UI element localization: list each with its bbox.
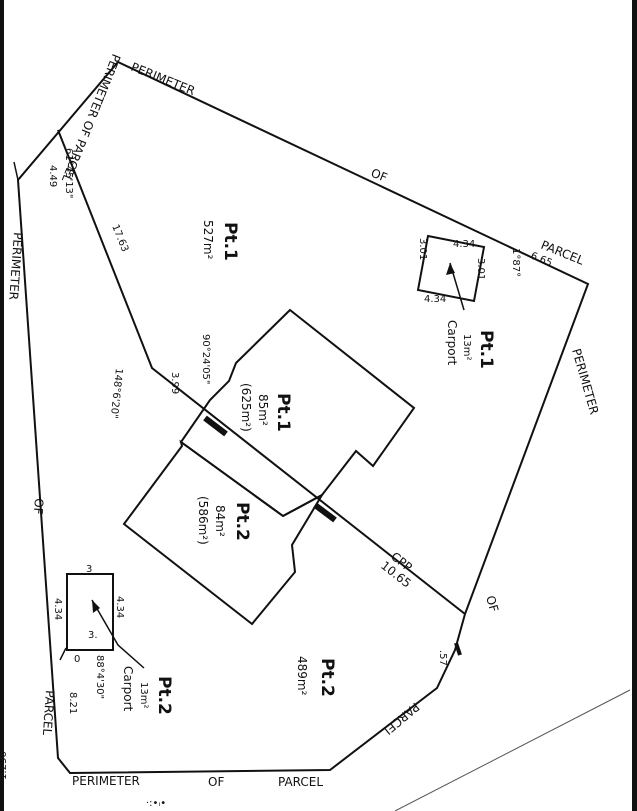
dim-8-21: 8.21 bbox=[67, 692, 78, 714]
carport-pt2-label: Carport bbox=[121, 666, 135, 712]
lot-pt2-area: 489m² bbox=[295, 656, 309, 696]
dim-angle-bottom: 88°4'30" bbox=[94, 655, 105, 699]
scan-left-edge bbox=[0, 0, 4, 811]
dim-carport-l-3b: 3. bbox=[88, 630, 98, 641]
carport-pt2-title: Pt.2 bbox=[154, 676, 174, 715]
carport-pt2-arrow bbox=[91, 599, 145, 669]
dim-angle-topleft: 61°45'13" bbox=[63, 148, 74, 199]
label-perimeter-top: PERIMETER bbox=[129, 60, 197, 98]
carport-pt2-leader bbox=[59, 647, 67, 661]
building-pt1 bbox=[179, 308, 416, 518]
dim-4-49: 4.49 bbox=[47, 165, 58, 187]
cpp-marker-2 bbox=[313, 502, 337, 523]
common-property-line bbox=[57, 129, 466, 615]
label-parcel-bottom: PARCEL bbox=[278, 775, 323, 789]
building-pt1-area: 85m² bbox=[256, 394, 270, 426]
dim-57: .57 bbox=[437, 650, 448, 666]
carport-pt1-label: Carport bbox=[445, 320, 459, 366]
label-of-bottom: OF bbox=[208, 775, 224, 789]
lot-pt1-area: 527m² bbox=[201, 220, 215, 260]
dim-carport-l-3: 3 bbox=[86, 564, 92, 575]
boundary-tick-left bbox=[13, 161, 19, 181]
dim-angle-left: 148°6'20" bbox=[108, 368, 124, 419]
scan-crease-line bbox=[394, 689, 631, 811]
label-of-top: OF bbox=[369, 166, 389, 185]
dim-carport-l-434b: 4.34 bbox=[114, 596, 125, 618]
label-perimeter-right: PERIMETER bbox=[569, 347, 601, 416]
label-of-right: OF bbox=[483, 594, 501, 614]
cpp-marker-3 bbox=[454, 642, 462, 656]
parcel-boundary bbox=[16, 60, 590, 775]
dim-carport-l-434a: 4.34 bbox=[52, 598, 63, 620]
building-pt2-area: 84m² bbox=[213, 505, 227, 537]
scale-note: 1:250 bbox=[0, 751, 9, 780]
building-pt2-title: Pt.2 bbox=[232, 502, 252, 541]
carport-pt2-area: 13m² bbox=[138, 682, 149, 708]
carport-pt1 bbox=[416, 234, 486, 303]
label-parcel-left: PARCEL bbox=[40, 690, 57, 736]
dim-carport-l-0: 0 bbox=[74, 654, 80, 665]
building-pt1-site: (625m²) bbox=[239, 383, 253, 432]
carport-pt1-arrowhead bbox=[446, 263, 455, 275]
label-perimeter-bottom: PERIMETER bbox=[72, 774, 140, 788]
label-of-left: OF bbox=[31, 498, 46, 515]
lot-pt1-title: Pt.1 bbox=[220, 222, 240, 261]
label-perimeter-left: PERIMETER bbox=[6, 232, 25, 301]
cpp-marker-1 bbox=[203, 415, 228, 437]
carport-pt2-arrowhead bbox=[92, 600, 100, 613]
dim-angle-mid: 90°24'05" bbox=[200, 334, 211, 385]
carport-pt2 bbox=[66, 573, 114, 651]
dim-17-63: 17.63 bbox=[109, 223, 130, 254]
scan-smudge: ·:•ᵢ• bbox=[146, 798, 166, 809]
dim-3-99: 3.99 bbox=[169, 372, 180, 394]
dim-carport-r-top: 4.34 bbox=[453, 239, 475, 250]
scan-right-edge bbox=[632, 0, 637, 811]
dim-carport-r-left: 3.01 bbox=[417, 238, 428, 260]
building-pt2-site: (586m²) bbox=[196, 496, 210, 545]
dim-carport-r-bottom: 4.34 bbox=[424, 294, 446, 305]
carport-pt1-area: 13m² bbox=[461, 334, 472, 360]
carport-pt1-title: Pt.1 bbox=[476, 330, 496, 369]
label-parcel-bottom-right: PARCEL bbox=[378, 700, 422, 740]
dim-angle-right: 1°87° bbox=[510, 248, 521, 277]
dim-carport-r-right: 3.01 bbox=[475, 258, 486, 280]
lot-pt2-title: Pt.2 bbox=[317, 658, 337, 697]
building-pt2 bbox=[122, 439, 325, 626]
building-pt1-title: Pt.1 bbox=[273, 393, 293, 432]
